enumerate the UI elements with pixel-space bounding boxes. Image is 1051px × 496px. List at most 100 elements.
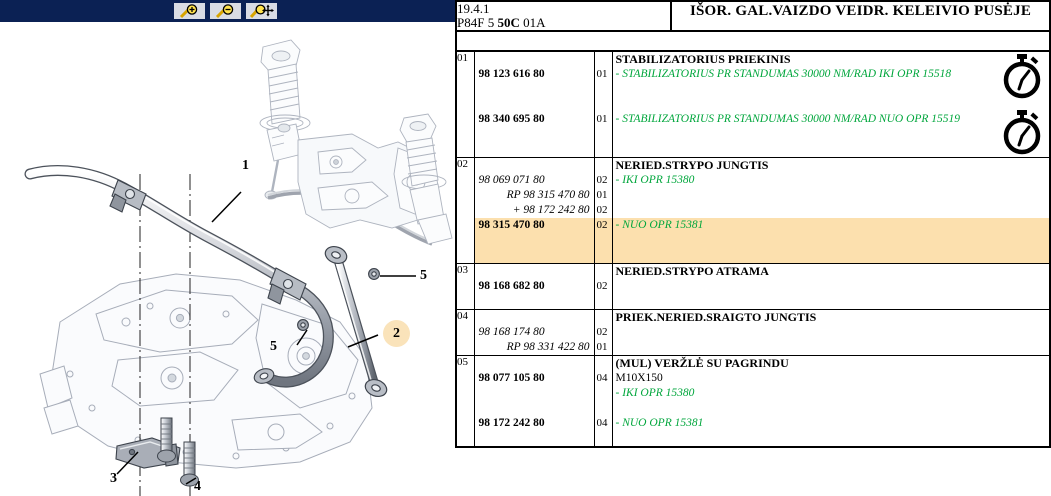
description — [613, 431, 1050, 446]
quantity: 02 — [594, 218, 612, 233]
quantity — [595, 294, 612, 309]
description: (MUL) VERŽLĖ SU PAGRINDU — [615, 356, 789, 370]
part-number: + 98 172 242 80 — [512, 204, 590, 216]
description — [613, 279, 1050, 294]
header-reference-cell: 19.4.1 P84F 5 50C 01A — [456, 1, 672, 31]
callout-2: 2 — [393, 325, 400, 341]
quantity — [595, 82, 612, 97]
part-number-cell: 98 168 682 80 — [474, 263, 595, 310]
part-number — [475, 97, 594, 112]
parts-list-panel: 19.4.1 P84F 5 50C 01A IŠOR. GAL.VAIZDO V… — [455, 0, 1051, 496]
part-number: 98 168 682 80 — [478, 280, 545, 292]
part-number — [475, 356, 594, 371]
quantity — [595, 356, 612, 371]
part-number — [475, 431, 594, 446]
part-number: 98 172 242 80 — [478, 417, 545, 429]
part-number — [475, 264, 594, 279]
part-number — [474, 233, 594, 248]
quantity — [594, 233, 612, 248]
quantity — [595, 431, 612, 446]
part-number — [475, 127, 594, 142]
part-number — [475, 386, 594, 401]
table-row[interactable]: 01 98 123 616 80 98 340 695 80 01 01 STA… — [456, 52, 1050, 158]
header-reference-suffix: 01A — [519, 15, 546, 30]
description — [613, 203, 1050, 218]
part-number — [475, 310, 594, 325]
zoom-toolbar — [0, 0, 455, 22]
quantity-cell: 01 01 — [594, 52, 613, 158]
quantity-cell: 02 — [594, 263, 613, 310]
part-number: 98 123 616 80 — [478, 68, 545, 80]
row-index: 04 — [456, 309, 475, 356]
magnifier-minus-icon — [215, 3, 233, 18]
catalog-header: 19.4.1 P84F 5 50C 01A IŠOR. GAL.VAIZDO V… — [455, 0, 1051, 32]
callout-5-left[interactable]: 5 — [270, 339, 277, 354]
description — [613, 294, 1050, 309]
description-cell: NERIED.STRYPO ATRAMA — [612, 263, 1050, 310]
part-number — [475, 142, 594, 157]
header-reference-bold: 50C — [497, 15, 520, 30]
exploded-view-diagram[interactable]: 1 2 3 4 5 5 — [0, 22, 455, 496]
quantity — [595, 158, 612, 173]
table-row[interactable]: 05 98 077 105 80 98 172 242 80 04 04 (MU… — [456, 355, 1050, 448]
zoom-out-button[interactable] — [209, 2, 242, 20]
magnifier-plus-icon — [179, 3, 197, 18]
zoom-in-button[interactable] — [173, 2, 206, 20]
description: STABILIZATORIUS PRIEKINIS — [615, 52, 791, 66]
quantity: 02 — [596, 326, 608, 338]
description — [612, 233, 1049, 248]
part-number: RP 98 315 470 80 — [506, 189, 590, 201]
description — [613, 340, 1050, 355]
description — [613, 127, 1050, 142]
description: - IKI OPR 15380 — [615, 174, 695, 186]
part-number: 98 168 174 80 — [478, 326, 545, 338]
quantity — [595, 264, 612, 279]
quantity — [595, 386, 612, 401]
suspension-diagram-graphic — [24, 39, 453, 496]
diagram-panel: 1 2 3 4 5 5 — [0, 0, 455, 496]
zoom-pan-button[interactable] — [245, 2, 278, 20]
description — [613, 97, 1050, 112]
description — [613, 401, 1050, 416]
table-row[interactable]: 03 98 168 682 80 02 NERIED.STRYPO ATRAMA — [456, 263, 1050, 310]
callout-2-highlight[interactable]: 2 — [383, 320, 410, 347]
description: PRIEK.NERIED.SRAIGTO JUNGTIS — [615, 310, 817, 324]
callout-3[interactable]: 3 — [110, 471, 117, 486]
description: - STABILIZATORIUS PR STANDUMAS 30000 NM/… — [615, 113, 961, 125]
callout-1[interactable]: 1 — [242, 158, 249, 173]
description-cell: STABILIZATORIUS PRIEKINIS - STABILIZATORI… — [612, 52, 1050, 158]
quantity — [595, 142, 612, 157]
description: NERIED.STRYPO ATRAMA — [615, 264, 769, 278]
quantity — [595, 97, 612, 112]
quantity: 04 — [596, 417, 608, 429]
callout-4[interactable]: 4 — [194, 479, 201, 494]
quantity: 02 — [596, 280, 608, 292]
part-number-cell: 98 123 616 80 98 340 695 80 — [474, 52, 595, 158]
header-spacer — [455, 32, 1051, 52]
part-number — [475, 294, 594, 309]
quantity: 02 — [596, 204, 608, 216]
row-index: 01 — [456, 52, 475, 158]
page-title: IŠOR. GAL.VAIZDO VEIDR. KELEIVIO PUSĖJE — [689, 3, 1032, 19]
part-number — [475, 82, 594, 97]
quantity: 01 — [596, 341, 608, 353]
header-reference: P84F 5 50C 01A — [457, 16, 670, 30]
part-number: 98 077 105 80 — [478, 372, 545, 384]
quantity: 04 — [596, 372, 608, 384]
description-cell: PRIEK.NERIED.SRAIGTO JUNGTIS — [612, 309, 1050, 356]
part-number — [475, 52, 594, 67]
header-title-cell: IŠOR. GAL.VAIZDO VEIDR. KELEIVIO PUSĖJE — [671, 1, 1050, 31]
description-cell: NERIED.STRYPO JUNGTIS- IKI OPR 15380 - N… — [612, 157, 1050, 264]
callout-5-right[interactable]: 5 — [420, 268, 427, 283]
description — [612, 248, 1049, 263]
parts-table-wrapper: 01 98 123 616 80 98 340 695 80 01 01 STA… — [455, 52, 1051, 448]
quantity: 02 — [596, 174, 608, 186]
